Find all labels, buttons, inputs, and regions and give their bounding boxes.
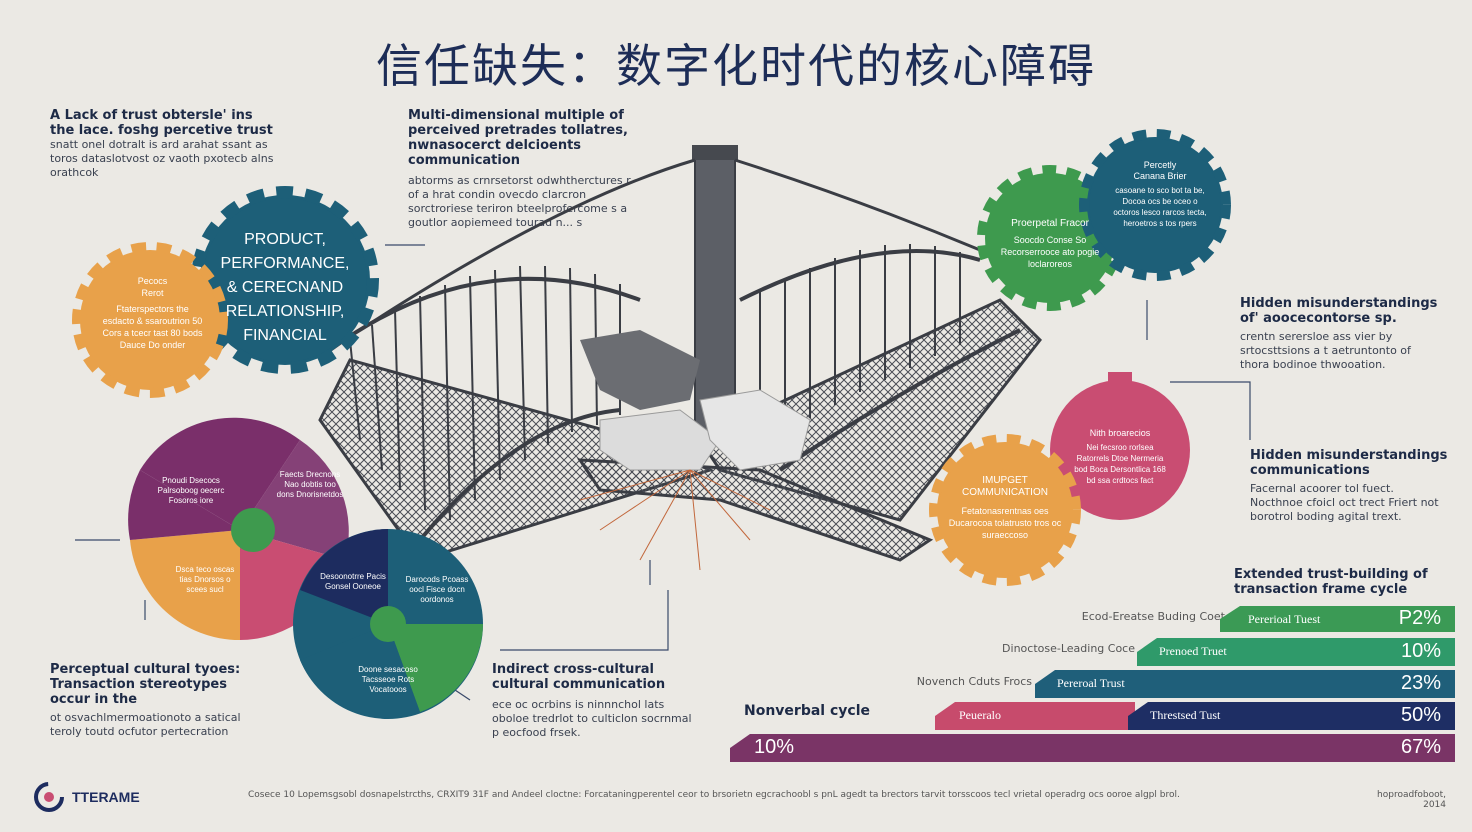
funnel-row-inner-label: Pererioal Tuest <box>1248 612 1321 626</box>
gear-main-line: RELATIONSHIP, <box>225 303 345 320</box>
footer-text: Cosece 10 Lopemsgsobl dosnapelstrcths, C… <box>248 790 1180 800</box>
funnel-row-inner-label: Threstsed Tust <box>1150 708 1221 722</box>
right-note-1: Hidden misunderstandings of' aoocecontor… <box>1240 296 1440 372</box>
right-note-2: Hidden misunderstandings communications … <box>1250 448 1450 524</box>
gear-orange-left-title: Pecocs Rerot <box>137 276 168 298</box>
funnel-row-value: P2% <box>1398 607 1441 629</box>
gear-orange-right-label: IMUPGET COMMUNICATION Fetatonasrentnas o… <box>945 475 1065 541</box>
funnel-row: Threstsed Tust 50% <box>1128 702 1455 730</box>
intro-block: A Lack of trust obtersle' ins the lace. … <box>50 108 280 180</box>
gear-red-right <box>1050 372 1190 520</box>
page-title: 信任缺失：数字化时代的核心障碍 <box>376 39 1096 93</box>
intro-body: snatt onel dotralt is ard arahat ssant a… <box>50 138 274 179</box>
right-note-2-heading: Hidden misunderstandings communications <box>1250 448 1448 478</box>
funnel-row: 10% 67% <box>730 734 1455 762</box>
funnel-row-inner-label: Pereroal Trust <box>1057 676 1125 690</box>
gear-teal-right-label: Percetly Canana Brier casoane to sco bot… <box>1110 160 1210 229</box>
gear-green-right-label: Proerpetal Fracor Soocdo Conse So Recors… <box>995 218 1105 270</box>
gear-teal-right-body: casoane to sco bot ta be, Docoa ocs be o… <box>1113 186 1207 228</box>
funnel-row-outer-label: Ecod-Ereatse Buding Coet <box>1081 610 1225 623</box>
funnel-row-left-value: 10% <box>754 736 795 758</box>
funnel-row-outer-label: Peueralo <box>959 708 1001 722</box>
gear-red-right-label: Nith broarecios Nei fecsroo rorlsea Rato… <box>1070 428 1170 486</box>
right-note-2-body: Facernal acoorer tol fuect. Nocthnoe cfo… <box>1250 482 1439 523</box>
funnel-row: Pereroal Trust 23% <box>1035 670 1455 698</box>
gear-main-label: PRODUCT, PERFORMANCE, & CERECNAND RELATI… <box>210 228 360 348</box>
pie-left-label: Faects Drecnons Nao dobtis too dons Dnor… <box>276 470 344 499</box>
gear-teal-right-title: Percetly Canana Brier <box>1133 160 1187 181</box>
funnel-left-label: Nonverbal cycle <box>744 703 870 719</box>
gear-orange-left-label: Pecocs Rerot Ftaterspectors the esdacto … <box>100 275 205 351</box>
gear-green-right-title: Proerpetal Fracor <box>1011 218 1089 229</box>
gear-main-line: & CERECNAND <box>226 279 344 296</box>
funnel-row: Pererioal Tuest P2% <box>1220 606 1455 632</box>
gear-orange-left <box>72 242 228 398</box>
pie-right-label: Darocods Pcoass oocl Fisce docn oordonos <box>405 575 469 604</box>
gear-main-line: FINANCIAL <box>243 327 327 344</box>
funnel-title: Extended trust-building of transaction f… <box>1234 567 1434 597</box>
right-note-1-heading: Hidden misunderstandings of' aoocecontor… <box>1240 296 1438 326</box>
funnel-row-value: 67% <box>1400 736 1441 758</box>
multidimensional-heading: Multi-dimensional multiple of perceived … <box>408 108 628 168</box>
gear-teal-right <box>1079 129 1231 281</box>
connector-arrows <box>75 244 1251 701</box>
gear-red-right-title: Nith broarecios <box>1089 428 1151 438</box>
bridge-illustration <box>318 145 1042 571</box>
funnel-row-value: 23% <box>1400 672 1441 694</box>
funnel-row-value: 50% <box>1400 704 1441 726</box>
brand-logo: TTERAME <box>32 780 140 814</box>
funnel-row-outer-label: Dinoctose-Leading Coce <box>1002 642 1135 655</box>
pie-chart-right <box>293 529 483 719</box>
pie-right-label: Desoonotrre Pacis Gonsel Ooneoe <box>320 572 386 591</box>
bottom-center-block: Indirect cross-cultural cultural communi… <box>492 662 692 740</box>
intro-heading: A Lack of trust obtersle' ins the lace. … <box>50 108 273 138</box>
gear-main <box>191 186 379 374</box>
funnel-row-outer-label: Novench Cduts Frocs <box>916 675 1032 688</box>
gear-orange-right-body: Fetatonasrentnas oes Ducarocoa tolatrust… <box>948 506 1062 540</box>
gear-green-right-body: Soocdo Conse So Recorserrooce ato pogie … <box>1000 235 1100 269</box>
bottom-center-heading: Indirect cross-cultural cultural communi… <box>492 662 666 692</box>
gear-main-line: PERFORMANCE, <box>220 255 350 272</box>
bottom-center-body: ece oc ocrbins is ninnnchol lats oboloe … <box>492 698 692 739</box>
gear-main-line: PRODUCT, <box>244 231 326 248</box>
gear-red-right-body: Nei fecsroo rorlsea Ratorrels Dtoe Nerme… <box>1074 443 1166 485</box>
pie-chart-left <box>128 417 349 641</box>
funnel-row-outer-bar: Peueralo <box>935 702 1135 730</box>
footer-date: hoproadfoboot, 2014 <box>1377 790 1446 810</box>
funnel-row-value: 10% <box>1400 640 1441 662</box>
bottom-left-heading: Perceptual cultural tyoes: Transaction s… <box>50 662 241 707</box>
bottom-left-block: Perceptual cultural tyoes: Transaction s… <box>50 662 250 739</box>
gear-orange-right <box>929 434 1081 586</box>
right-note-1-body: crentn serersloe ass vier by srtocsttsio… <box>1240 330 1411 371</box>
funnel-row-inner-label: Prenoed Truet <box>1159 644 1227 658</box>
gear-orange-left-body: Ftaterspectors the esdacto & ssaroutrion… <box>102 304 203 350</box>
pie-left-label: Dsca teco oscas tias Dnorsos o scees suc… <box>175 565 235 594</box>
bottom-left-body: ot osvachlmermoationoto a satical teroly… <box>50 711 241 738</box>
logo-text: TTERAME <box>72 789 140 805</box>
funnel-title-text: Extended trust-building of transaction f… <box>1234 567 1428 597</box>
pie-left-label: Pnoudi Dsecocs Palrsoboog oecerc Fosoros… <box>157 476 225 505</box>
logo-icon <box>34 782 64 812</box>
pie-right-label: Doone sesacoso Tacsseoe Rots Vocatooos <box>358 665 418 694</box>
gear-orange-right-title: IMUPGET COMMUNICATION <box>962 475 1048 498</box>
funnel-row: Prenoed Truet 10% <box>1137 638 1455 666</box>
